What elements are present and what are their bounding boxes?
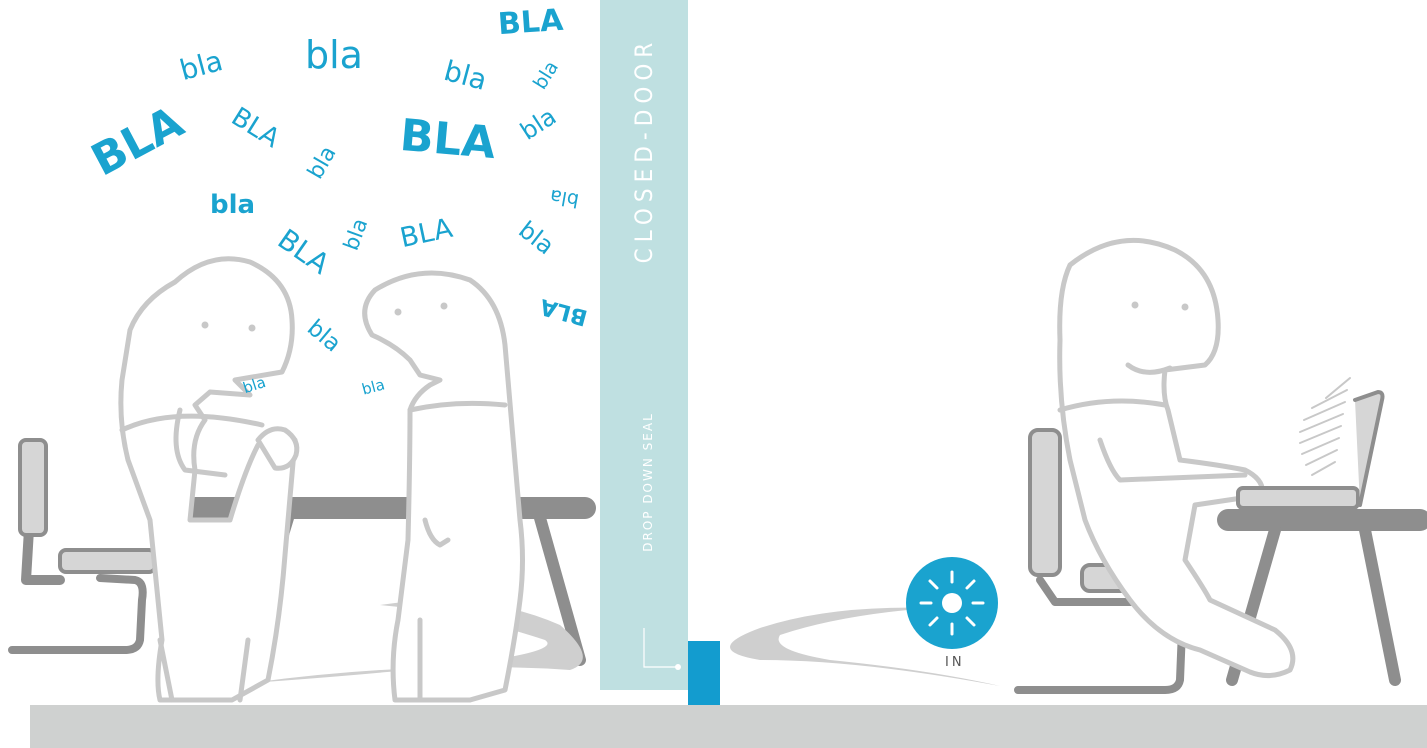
chatter-word: BLA — [497, 6, 564, 40]
right-room — [730, 240, 1420, 690]
chatter-word: bla — [305, 36, 363, 74]
person-right-talker — [365, 273, 523, 700]
chatter-word: BLA — [398, 114, 497, 166]
person-left — [121, 259, 297, 700]
drop-down-seal — [688, 641, 720, 705]
left-room — [12, 259, 585, 700]
chatter-word: bla — [210, 192, 255, 218]
floor — [30, 705, 1427, 748]
indicator-in — [906, 557, 998, 649]
laptop-icon — [1238, 378, 1383, 508]
seal-label: DROP DOWN SEAL — [641, 412, 655, 552]
indicator-label: IN — [945, 655, 965, 670]
door-seal-container: DROP DOWN SEAL — [600, 0, 688, 690]
chatter-word: bla — [549, 186, 581, 210]
